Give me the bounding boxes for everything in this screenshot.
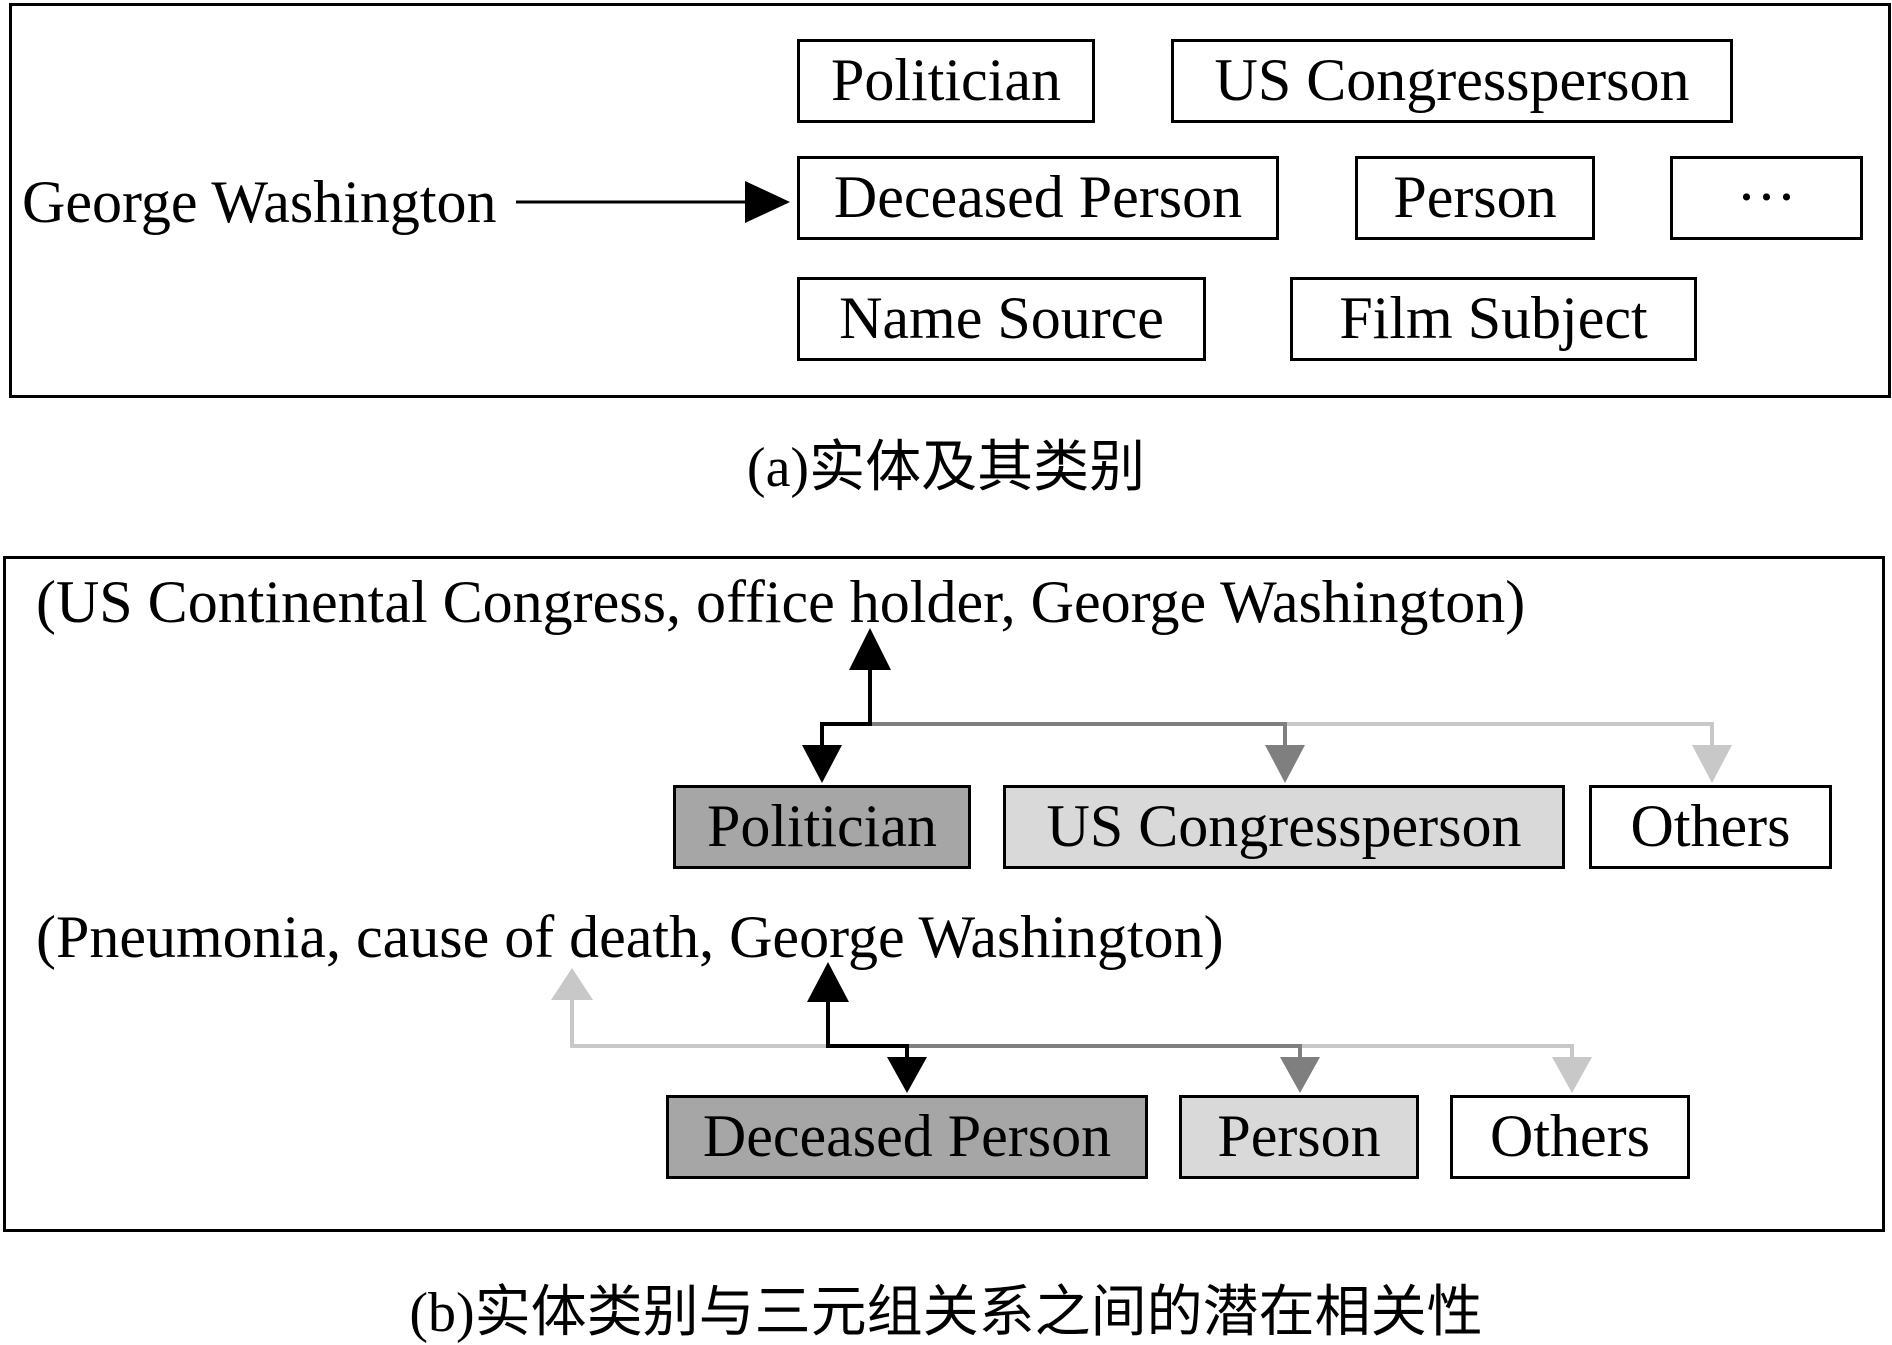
triple-2-box-deceased-person: Deceased Person	[666, 1095, 1148, 1179]
triple-2-medium-link	[828, 1044, 1320, 1093]
type-box-person: Person	[1355, 156, 1595, 240]
triple-1-strong-link	[802, 628, 891, 783]
triple-1-weak-link	[870, 722, 1732, 783]
triple-1-box-politician: Politician	[673, 785, 971, 869]
triple-2-box-others: Others	[1450, 1095, 1690, 1179]
triple-2-weak-link	[551, 968, 1592, 1093]
type-box-ellipsis: ···	[1670, 156, 1863, 240]
type-box-politician: Politician	[797, 39, 1095, 123]
entity-types-panel	[9, 3, 1891, 398]
triple-2-text: (Pneumonia, cause of death, George Washi…	[36, 904, 1224, 970]
triple-1-box-others: Others	[1589, 785, 1832, 869]
triple-1-box-us-congressperson: US Congressperson	[1003, 785, 1565, 869]
triple-2-box-person: Person	[1179, 1095, 1419, 1179]
triple-2-strong-link	[807, 962, 927, 1093]
type-box-film-subject: Film Subject	[1290, 277, 1697, 361]
triple-1-medium-link	[870, 722, 1305, 783]
type-box-deceased-person: Deceased Person	[797, 156, 1279, 240]
entity-to-types-arrow	[516, 181, 790, 223]
type-box-name-source: Name Source	[797, 277, 1206, 361]
triple-1-text: (US Continental Congress, office holder,…	[36, 569, 1526, 635]
caption-b: (b)实体类别与三元组关系之间的潜在相关性	[409, 1282, 1483, 1344]
entity-label: George Washington	[22, 169, 497, 235]
type-box-us-congressperson: US Congressperson	[1171, 39, 1733, 123]
caption-a: (a)实体及其类别	[746, 437, 1146, 499]
